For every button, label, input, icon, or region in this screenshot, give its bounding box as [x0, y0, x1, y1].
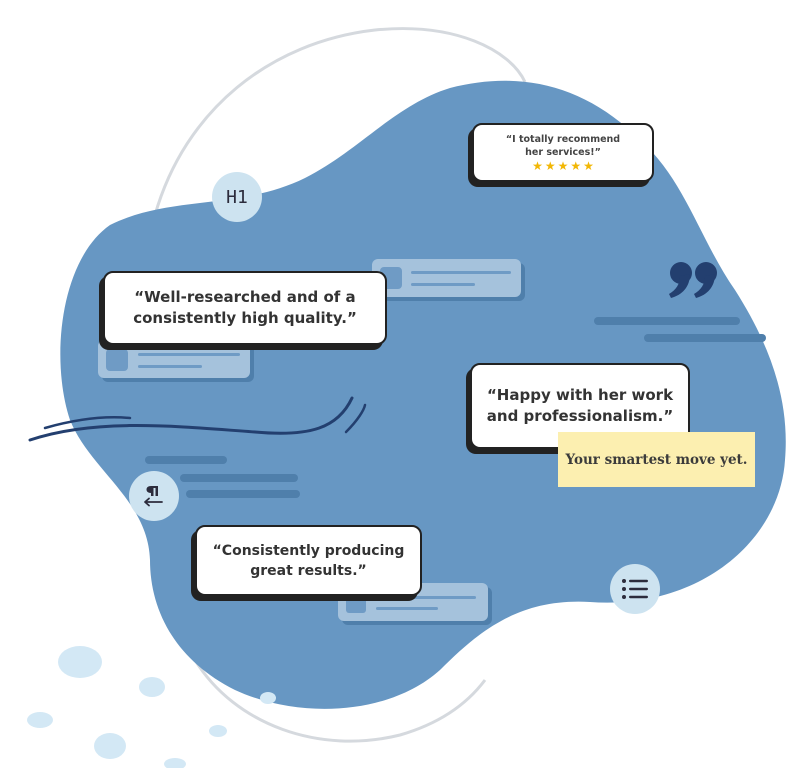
star-icon: ★ [532, 159, 543, 173]
review-text: “I totally recommend her services!” [505, 134, 621, 158]
swoosh-line [43, 416, 132, 430]
splotch [164, 758, 186, 768]
swoosh-line [28, 396, 354, 442]
placeholder-card [372, 259, 525, 301]
splotch [27, 712, 53, 728]
closing-quote-icon [669, 262, 717, 298]
text-bar [145, 456, 227, 464]
star-icon: ★ [570, 159, 582, 173]
text-bar [186, 490, 300, 498]
list-badge [610, 564, 660, 614]
testimonial-text: “Happy with her work and professionalism… [486, 386, 674, 425]
heading-badge: H1 [212, 172, 262, 222]
star-icon: ★ [583, 159, 594, 173]
heading-label: H1 [226, 186, 248, 208]
splotch [209, 725, 227, 737]
text-bar [180, 474, 298, 482]
testimonial-text: “Well-researched and of a consistently h… [133, 288, 357, 327]
star-icon: ★ [544, 159, 556, 173]
splotch [58, 646, 102, 678]
splotch [139, 677, 165, 697]
paragraph-badge [129, 471, 179, 521]
text-bar [644, 334, 766, 342]
swoosh-line [344, 403, 367, 434]
list-icon [622, 579, 648, 599]
pilcrow-icon [144, 486, 163, 507]
review-card: “I totally recommend her services!” ★★★★… [472, 123, 654, 182]
star-icon: ★ [557, 159, 569, 173]
testimonial-card: “Consistently producing great results.” [195, 525, 422, 596]
sticky-note-text: Your smartest move yet. [565, 451, 748, 468]
splotch [260, 692, 276, 704]
text-bar [594, 317, 740, 325]
testimonial-card: “Well-researched and of a consistently h… [103, 271, 387, 345]
testimonial-text: “Consistently producing great results.” [212, 542, 405, 579]
star-rating: ★★★★★ [532, 160, 594, 172]
placeholder-card [98, 340, 254, 382]
sticky-note: Your smartest move yet. [558, 432, 755, 487]
orbit-line [153, 27, 527, 216]
orbit-line-bottom [193, 659, 487, 743]
splotch [94, 733, 126, 759]
